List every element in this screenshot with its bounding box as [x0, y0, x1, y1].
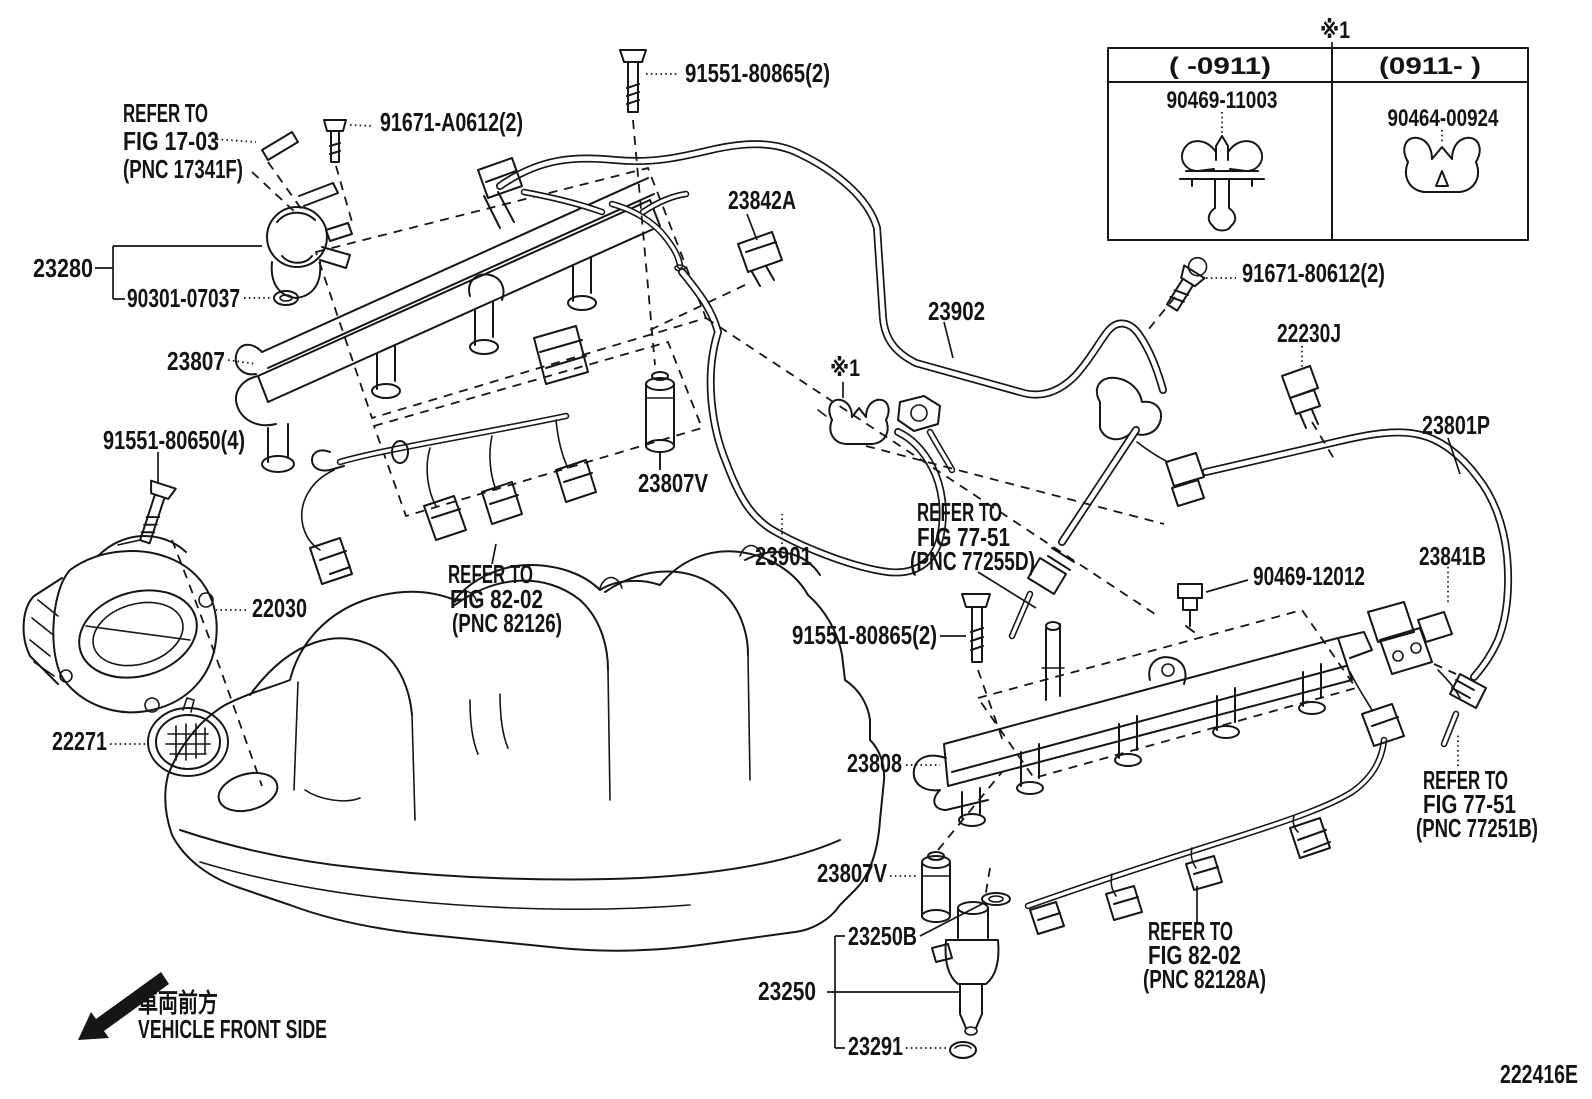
fuel-rail-left [234, 166, 708, 518]
front-side-label-en: VEHICLE FRONT SIDE [138, 1014, 327, 1044]
refer-note-fig82-02a-line2: FIG 82-02 [450, 584, 543, 614]
tube-clamp-old-icon [1179, 112, 1265, 232]
part-label-91671-80612: 91671-80612(2) [1242, 258, 1385, 288]
bolt-91551-80650 [139, 479, 177, 545]
injector-wire-harness-right [1024, 671, 1405, 935]
throttle-gasket-22271 [147, 697, 229, 777]
note-table-col2-header: (0911- ) [1379, 53, 1481, 80]
part-label-90301-07037: 90301-07037 [127, 283, 240, 313]
fuel-hose-23902 [496, 140, 1169, 463]
part-label-23250: 23250 [758, 976, 816, 1006]
part-label-23807V-upper: 23807V [638, 468, 709, 498]
o-ring-23250B [981, 892, 1011, 906]
part-label-22230J: 22230J [1277, 318, 1341, 348]
part-label-91551-80650: 91551-80650(4) [103, 425, 245, 455]
tube-clamp-new-icon [1403, 130, 1481, 193]
clip-note1-mid [817, 398, 890, 445]
refer-note-fig82-02a-line3: (PNC 82126) [452, 608, 562, 638]
part-label-23291: 23291 [848, 1031, 903, 1061]
braided-hose-77255D [1008, 426, 1140, 640]
part-label-91671-A0612: 91671-A0612(2) [380, 107, 523, 137]
vacuum-switching-valve-23280 [261, 131, 353, 299]
part-label-23807: 23807 [167, 346, 225, 376]
variant-note-table: ※1 ( -0911) (0911- ) 90469-11003 90464-0… [1107, 17, 1529, 241]
vsv-23841B [1367, 601, 1461, 699]
part-label-23801P: 23801P [1422, 410, 1490, 440]
refer-note-fig17-03-line3: (PNC 17341F) [123, 154, 243, 184]
fuel-hose-23901 [608, 190, 947, 577]
front-side-label-jp: 車両前方 [138, 988, 218, 1018]
part-label-23807V-lower: 23807V [817, 858, 888, 888]
refer-note-fig82-02b-line2: FIG 82-02 [1148, 940, 1241, 970]
fuel-hose-23801P [1165, 428, 1513, 748]
note-table-marker: ※1 [1320, 17, 1350, 44]
fuel-rail-right [912, 608, 1373, 827]
refer-note-fig77-51a-line2: FIG 77-51 [917, 522, 1010, 552]
part-label-23842A: 23842A [728, 185, 796, 215]
fuel-damper-23807V-upper [645, 371, 675, 470]
bolt-91671-A0612 [323, 119, 347, 163]
part-label-23280: 23280 [33, 253, 93, 283]
injector-wire-harness-left [301, 412, 597, 585]
refer-note-fig77-51a-line1: REFER TO [917, 497, 1002, 527]
part-label-23901: 23901 [755, 541, 812, 571]
refer-note-fig77-51b-line3: (PNC 77251B) [1416, 813, 1538, 843]
part-label-23250B: 23250B [848, 921, 917, 951]
part-label-91551-80865-mid: 91551-80865(2) [792, 620, 937, 650]
throttle-body-22030 [22, 535, 218, 714]
refer-note-fig82-02b-line1: REFER TO [1148, 916, 1233, 946]
quick-connector-23902 [477, 157, 606, 229]
refer-note-fig77-51b-line2: FIG 77-51 [1423, 789, 1516, 819]
refer-note-fig77-51b-line1: REFER TO [1423, 765, 1508, 795]
bolt-91551-80865-mid [961, 593, 991, 663]
vehicle-front-indicator: 車両前方 VEHICLE FRONT SIDE [78, 972, 327, 1044]
front-direction-arrow-icon [78, 972, 169, 1040]
refer-note-fig17-03-line1: REFER TO [123, 98, 208, 128]
part-label-90469-11003: 90469-11003 [1167, 87, 1278, 114]
refer-note-fig82-02a-line1: REFER TO [448, 559, 533, 589]
refer-note-fig77-51a-line3: (PNC 77255D) [910, 546, 1035, 576]
note-table-col1-header: ( -0911) [1169, 53, 1271, 80]
fuel-damper-23807V-lower [921, 851, 951, 923]
figure-code: 222416E [1500, 1059, 1578, 1089]
part-label-23902: 23902 [928, 296, 985, 326]
o-ring-23291 [949, 1041, 977, 1059]
refer-note-fig82-02b-line3: (PNC 82128A) [1143, 964, 1266, 994]
bolt-91551-80865-top [619, 49, 647, 113]
sensor-22230J [1281, 365, 1321, 429]
part-label-23808: 23808 [847, 748, 902, 778]
fuel-injector-23250 [931, 901, 1000, 1036]
bolt-91671-80612 [1166, 256, 1208, 312]
part-label-90464-00924: 90464-00924 [1388, 105, 1500, 132]
part-label-91551-80865-top: 91551-80865(2) [685, 58, 830, 88]
part-label-23841B: 23841B [1419, 541, 1486, 571]
note-marker-mid: ※1 [830, 355, 860, 382]
connector-23842A [737, 231, 783, 287]
o-ring-90301 [273, 290, 299, 306]
leader-lines [95, 73, 1461, 1049]
part-labels: 91551-80865(2) REFER TO FIG 17-03 (PNC 1… [33, 58, 1538, 1061]
clamp-90469-12012 [1177, 583, 1203, 633]
refer-note-fig17-03-line2: FIG 17-03 [123, 126, 219, 156]
intake-manifold [164, 544, 886, 952]
construction-lines [171, 119, 1457, 899]
part-label-90469-12012: 90469-12012 [1253, 561, 1365, 591]
part-label-22271: 22271 [52, 726, 107, 756]
part-label-22030: 22030 [252, 593, 307, 623]
